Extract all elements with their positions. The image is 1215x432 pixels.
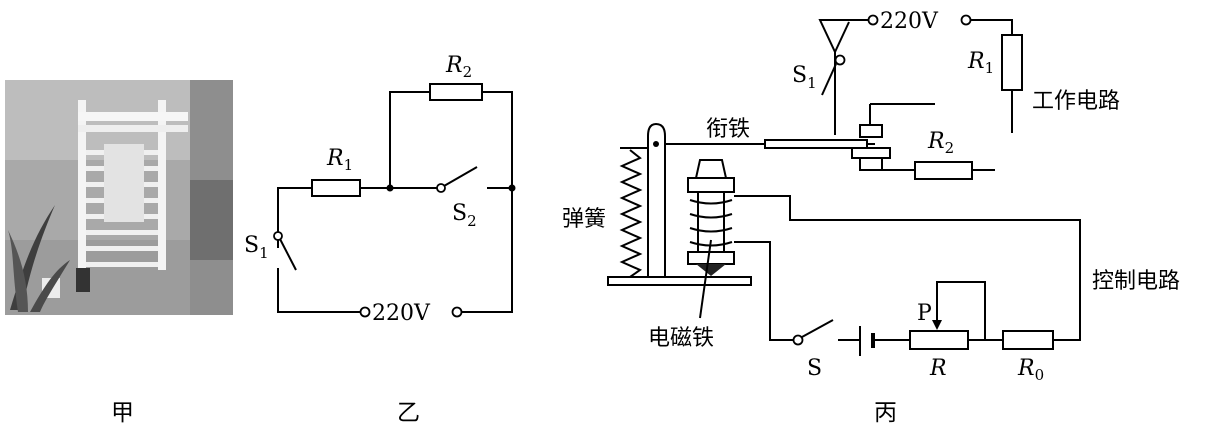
terminal-left [359, 306, 371, 318]
contact-block-top [859, 124, 883, 138]
switch-s2-pivot [436, 183, 446, 193]
contact-block-mid [851, 147, 891, 159]
magnet-bottom-flange [687, 251, 735, 265]
towel-rack-photo [5, 80, 233, 315]
switch-s1-blade [279, 238, 297, 271]
switch-s-pivot [792, 334, 804, 346]
label-electromagnet: 电磁铁 [648, 326, 714, 351]
wire-left-bottom [277, 295, 360, 313]
junction-right [508, 184, 516, 192]
magnet-core-top [694, 159, 728, 179]
wire-control-left [734, 241, 793, 341]
label-slider-p: P [917, 301, 932, 326]
armature-pivot [653, 141, 659, 147]
switch-s-blade [801, 319, 834, 338]
label-control-circuit: 控制电路 [1092, 269, 1180, 294]
switch-s1-pivot [834, 54, 846, 66]
label-work-circuit: 工作电路 [1032, 89, 1120, 114]
magnet-pole [696, 264, 726, 276]
magnet-cap [687, 177, 735, 193]
label-r1: R1 [326, 146, 353, 174]
wire-work-left [818, 19, 868, 135]
caption-a: 甲 [111, 400, 134, 426]
switch-s2-blade [443, 166, 478, 187]
resistor-work-r2 [914, 161, 973, 180]
label-r1-c: R1 [967, 49, 994, 77]
label-r0: R0 [1017, 356, 1044, 384]
electromagnet-pointer [699, 239, 712, 319]
label-switch-s: S [807, 356, 822, 381]
label-supply-c: 220V [880, 9, 939, 34]
rheostat-r [909, 330, 969, 350]
label-r2-c: R2 [927, 129, 954, 157]
wire-slider [936, 281, 1003, 341]
label-armature: 衔铁 [706, 117, 750, 142]
contact-block-bottom [859, 157, 883, 171]
wire-left-top [277, 187, 312, 248]
spring-coil [619, 149, 643, 278]
relay-pillar [647, 122, 666, 278]
resistor-r2 [429, 83, 483, 101]
label-rheostat: R [929, 356, 947, 381]
terminal-220-left [867, 14, 879, 26]
label-s1-c: S1 [792, 63, 817, 92]
slider-arrow [932, 320, 942, 330]
label-spring: 弹簧 [562, 207, 606, 232]
armature-tip [764, 139, 868, 149]
switch-s1-blade [821, 63, 837, 96]
resistor-r1 [311, 179, 361, 197]
caption-b: 乙 [397, 400, 420, 426]
switch-s1-gap [834, 21, 850, 53]
wire-work-top [971, 19, 1013, 35]
label-supply-b: 220V [372, 301, 431, 326]
circuit-yi: R1 R2 S1 S2 220V [244, 53, 516, 326]
terminal-right [451, 306, 463, 318]
wire-control-top [734, 195, 1081, 341]
terminal-220-right [960, 14, 972, 26]
label-s2: S2 [452, 201, 477, 230]
junction-left [386, 184, 394, 192]
circuit-bing: 220V S1 R1 工作电路 衔铁 R2 弹簧 电磁铁 控制电路 P R R0… [562, 9, 1180, 384]
resistor-work-r1 [1001, 34, 1023, 91]
resistor-r0 [1002, 330, 1054, 350]
relay-base [607, 276, 752, 286]
caption-c: 丙 [874, 400, 897, 426]
wire-r2-left [389, 91, 430, 188]
wire-r2-right [462, 91, 513, 313]
label-r2: R2 [445, 53, 472, 81]
label-s1: S1 [244, 233, 269, 262]
